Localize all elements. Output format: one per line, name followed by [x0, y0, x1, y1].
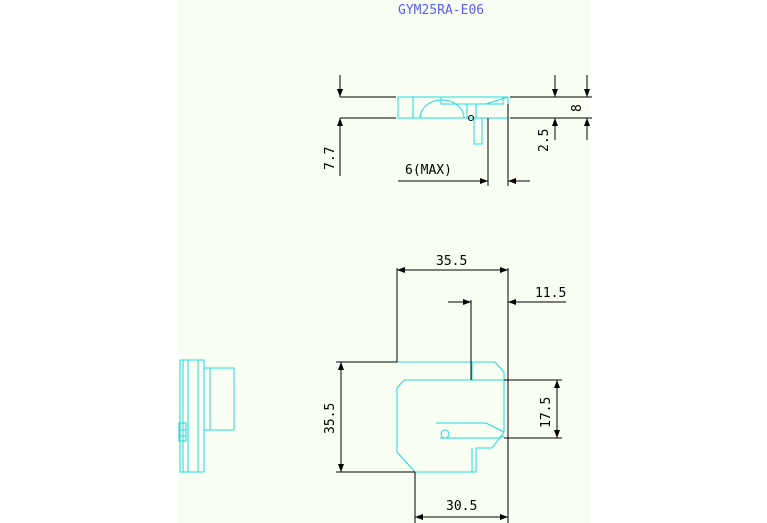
- dim-label-notch-height: 17.5: [539, 397, 554, 428]
- dim-label-top-gap: 8: [570, 104, 585, 112]
- dim-label-left-height: 35.5: [323, 403, 338, 434]
- dim-label-height-total: 7.7: [323, 147, 338, 170]
- side-view-part-outline: [397, 96, 509, 145]
- drawing-title: GYM25RA-E06: [398, 3, 484, 18]
- top-view: 35.5 11.5 35.5 17.5 30.5: [323, 254, 566, 523]
- dim-label-offset: 11.5: [535, 286, 566, 301]
- top-view-part-outline: [396, 361, 505, 473]
- dim-label-tab-height: 2.5: [537, 129, 552, 152]
- dim-label-top-width: 35.5: [436, 254, 467, 269]
- dim-label-bottom-width: 30.5: [446, 499, 477, 514]
- dim-label-width-max: 6(MAX): [405, 163, 452, 178]
- end-view-part-outline: [178, 359, 235, 473]
- side-view: 7.7 2.5 8 6(MAX): [323, 75, 592, 186]
- drawing-sheet: [178, 0, 590, 523]
